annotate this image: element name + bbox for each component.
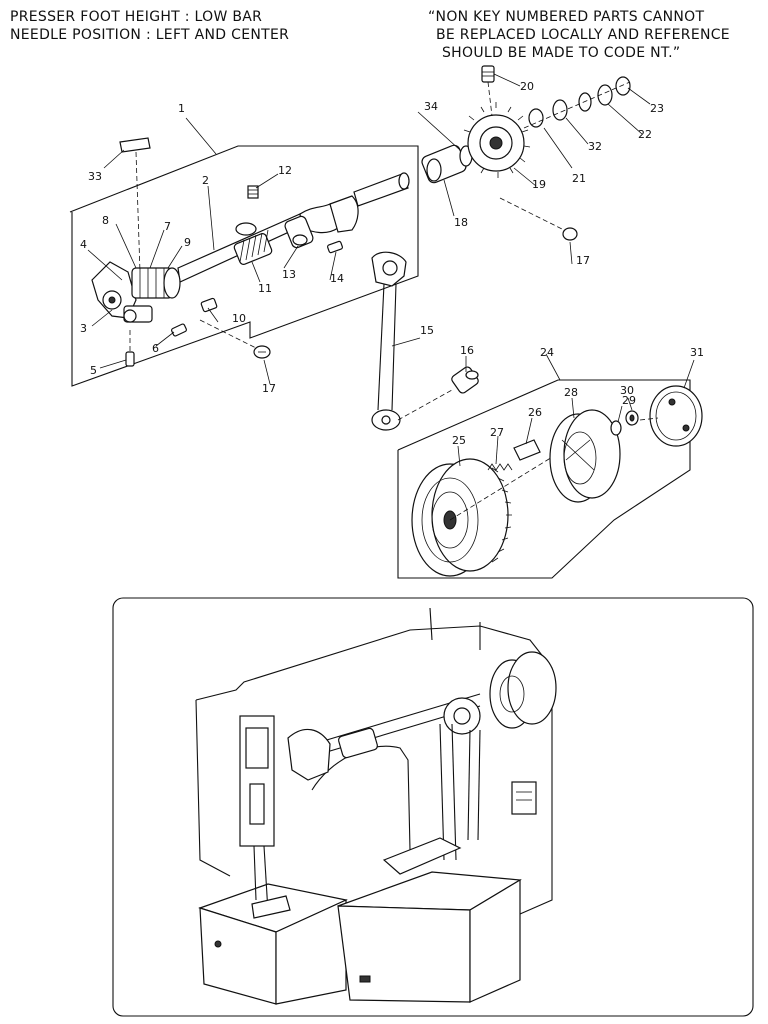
machine-view-frame [112,597,754,1017]
shaft-bushing [421,144,467,184]
end-cap-33 [119,137,151,273]
header-note-line2: BE REPLACED LOCALLY AND REFERENCE [436,27,730,43]
machine-internal-mechanism [239,651,557,919]
callout-12: 12 [278,164,292,177]
callout-16: 16 [460,344,474,357]
callout-leaders [87,73,695,467]
clutch-plate [549,409,621,503]
crank-pin-16 [397,366,479,421]
callout-17-lower: 17 [262,382,276,395]
screw-17-lower [199,319,271,359]
set-screw-12 [247,185,259,199]
callout-33: 33 [88,170,102,183]
callout-11: 11 [258,282,272,295]
set-screw-14 [327,240,343,254]
callout-9: 9 [184,236,191,249]
callout-19: 19 [532,178,546,191]
callout-17-upper: 17 [576,254,590,267]
screw-20 [481,65,495,117]
callout-22: 22 [638,128,652,141]
washers-21-23 [523,76,631,129]
set-screw-10 [200,297,218,313]
callout-24: 24 [540,346,554,359]
callout-10: 10 [232,312,246,325]
callout-26: 26 [528,406,542,419]
stop-motion-ring [639,385,703,447]
callout-31: 31 [690,346,704,359]
handwheel [411,458,512,577]
header-needle-position: NEEDLE POSITION : LEFT AND CENTER [10,27,289,43]
callout-32: 32 [588,140,602,153]
header-note-line1: “NON KEY NUMBERED PARTS CANNOT [428,9,704,25]
clutch-spring [487,463,513,471]
callout-20: 20 [520,80,534,93]
callout-7: 7 [164,220,171,233]
callout-34: 34 [424,100,438,113]
header-note-line3: SHOULD BE MADE TO CODE NT.” [442,45,680,61]
callout-15: 15 [420,324,434,337]
callout-1: 1 [178,102,185,115]
callout-8: 8 [102,214,109,227]
header-presser-foot: PRESSER FOOT HEIGHT : LOW BAR [10,9,262,25]
nut-30 [625,410,639,426]
callout-4: 4 [80,238,87,251]
callout-30: 30 [620,384,634,397]
callout-29: 29 [622,394,636,407]
callout-6: 6 [152,342,159,355]
callout-labels: 1 2 3 4 5 6 7 8 9 10 11 12 13 14 15 16 1… [80,80,704,447]
callout-25: 25 [452,434,466,447]
driving-gear [463,102,531,178]
connecting-rod [371,251,407,431]
shaft-assembly-frame [69,145,419,387]
callout-18: 18 [454,216,468,229]
set-screw-6 [171,323,187,337]
thread-take-up-crank [91,261,181,323]
callout-28: 28 [564,386,578,399]
callout-5: 5 [90,364,97,377]
washer-29 [610,420,622,436]
callout-21: 21 [572,172,586,185]
screw-17-upper [499,197,578,241]
shaft-spring [233,222,273,265]
callout-27: 27 [490,426,504,439]
set-screw-5 [125,330,135,367]
callout-13: 13 [282,268,296,281]
handwheel-frame [397,379,691,579]
callout-14: 14 [330,272,344,285]
shaft-collar [284,215,314,249]
callout-2: 2 [202,174,209,187]
clutch-block [449,429,597,521]
callout-23: 23 [650,102,664,115]
callout-3: 3 [80,322,87,335]
